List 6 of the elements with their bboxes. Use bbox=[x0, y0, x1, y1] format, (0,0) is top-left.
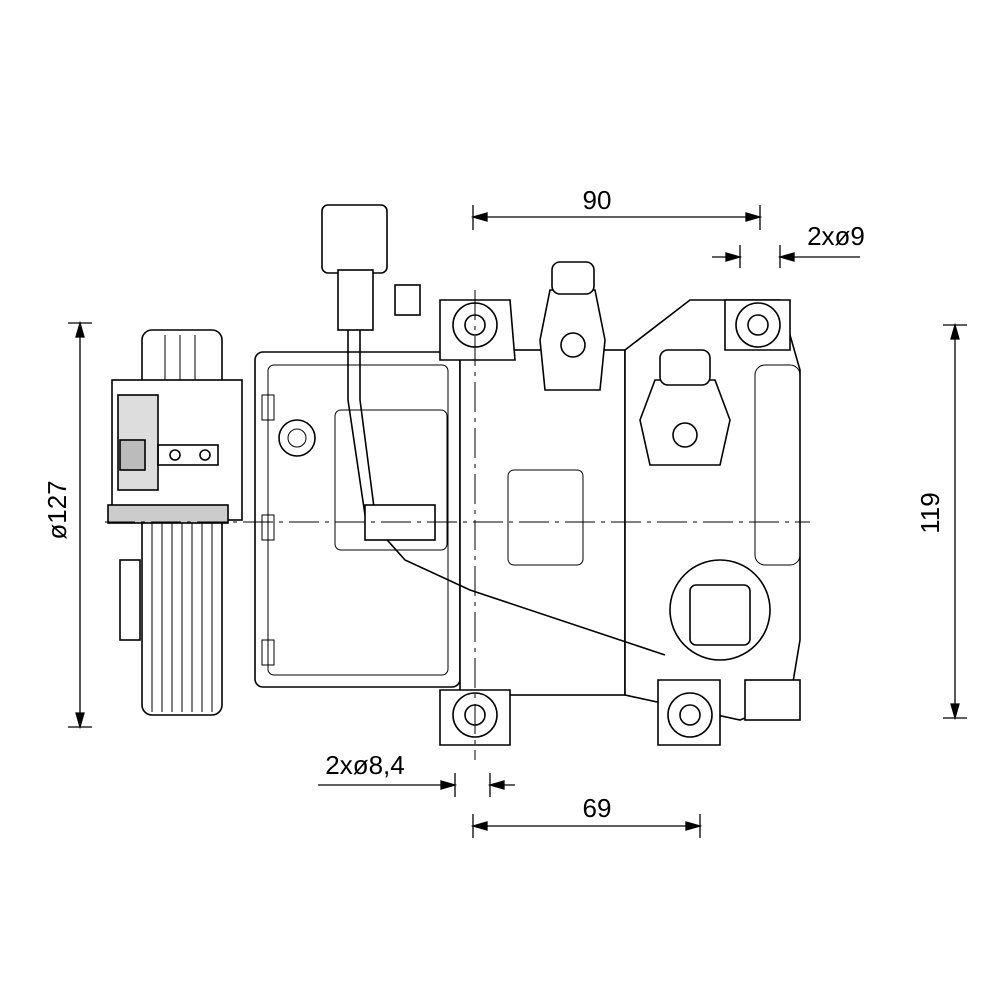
dimension-label: 90 bbox=[582, 187, 612, 213]
dimension-label: 119 bbox=[917, 492, 943, 534]
dimension-label: ø127 bbox=[44, 480, 70, 540]
dimension-label: 2xø8,4 bbox=[325, 752, 405, 778]
dimension-label: 69 bbox=[582, 795, 612, 821]
dimension-label: 2xø9 bbox=[807, 223, 865, 249]
